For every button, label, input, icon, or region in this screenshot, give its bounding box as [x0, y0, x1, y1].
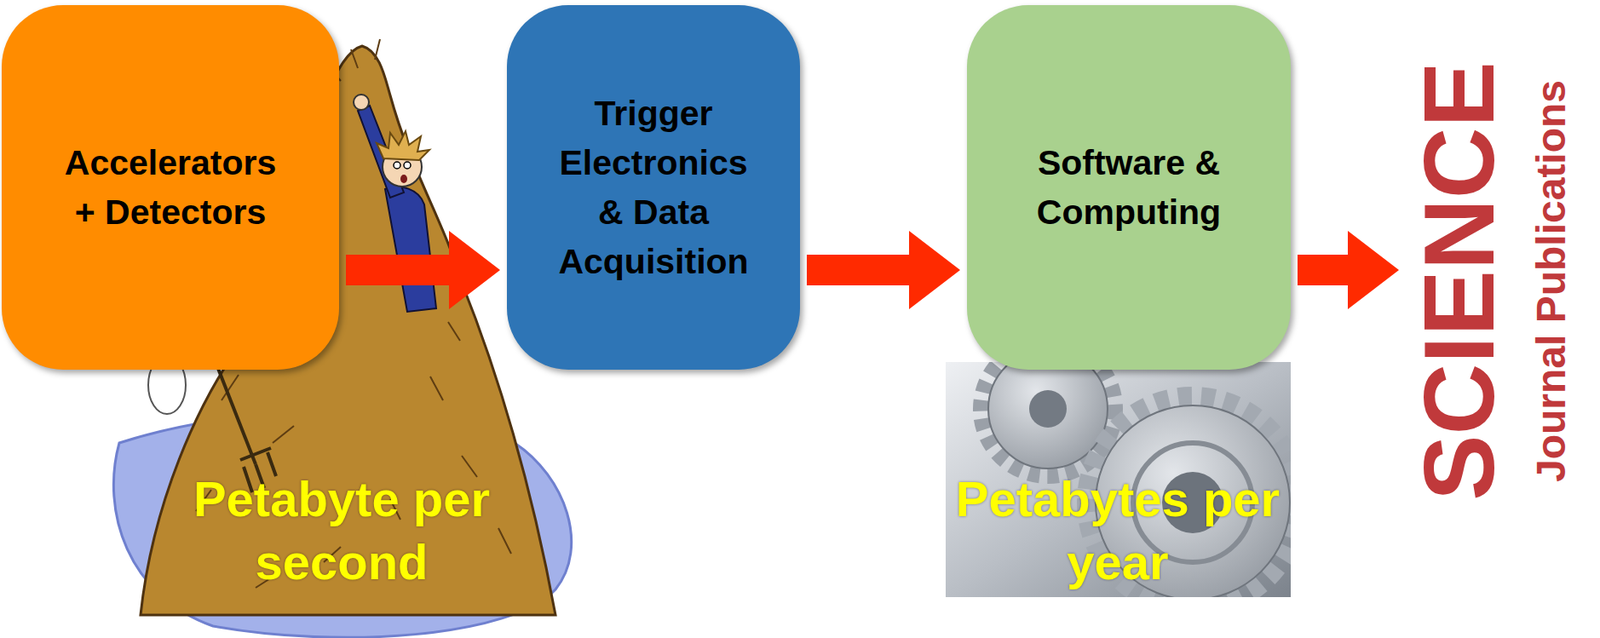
box-label: Software & Computing — [1001, 138, 1257, 237]
flow-arrow — [345, 230, 501, 310]
gear-teeth — [1087, 397, 1291, 598]
output-title: SCIENCE — [1410, 61, 1509, 501]
person-eye — [403, 161, 411, 169]
gear-ring — [1133, 443, 1253, 563]
output-subtitle: Journal Publications — [1530, 80, 1572, 483]
person-body — [385, 186, 437, 312]
person-mouth — [400, 174, 408, 184]
data-rate-label: Petabyte per second — [154, 467, 530, 594]
person-hand — [353, 94, 369, 110]
gear — [1087, 397, 1291, 598]
box-label: Trigger Electronics & Data Acquisition — [551, 88, 756, 287]
process-box: Accelerators + Detectors — [1, 5, 340, 370]
hay-strands — [195, 39, 512, 588]
pitchfork — [217, 366, 277, 493]
box-label: Accelerators + Detectors — [55, 138, 286, 237]
gear-body — [1095, 405, 1290, 598]
process-box: Software & Computing — [966, 5, 1291, 370]
haystack-illustration — [113, 39, 571, 638]
pitchfork-handle — [217, 366, 256, 465]
hay-strand — [195, 39, 512, 588]
person-eye — [393, 161, 401, 169]
hay-pile — [140, 46, 556, 616]
person-hair — [376, 131, 430, 161]
output-node: SCIENCE Journal Publications — [1405, 51, 1589, 512]
data-rate-label: Petabytes per year — [930, 467, 1306, 594]
flow-arrow — [1297, 230, 1399, 310]
pitchfork-tines — [240, 448, 277, 493]
process-box: Trigger Electronics & Data Acquisition — [506, 5, 800, 370]
gear-hub — [1162, 471, 1224, 534]
flow-arrow — [806, 230, 961, 310]
white-figure — [148, 356, 186, 415]
gears-illustration — [945, 362, 1291, 598]
gear-hub — [1029, 390, 1067, 428]
